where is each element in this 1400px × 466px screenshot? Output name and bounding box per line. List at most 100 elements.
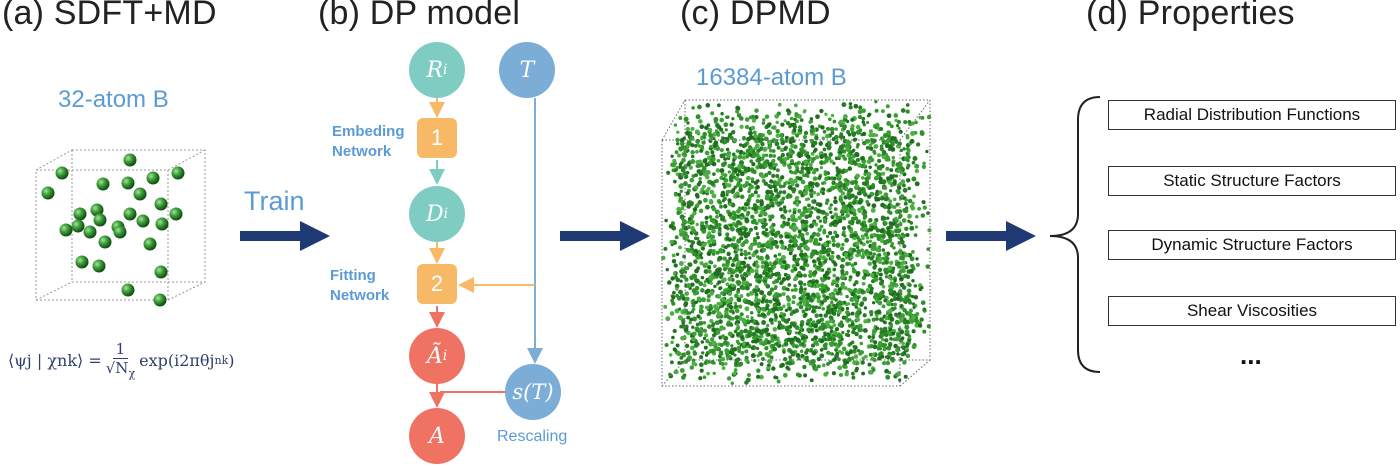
atom-dot	[769, 287, 775, 292]
atom-dot	[813, 366, 819, 372]
atom-dot	[848, 220, 853, 225]
atom-dot	[764, 299, 770, 304]
atom-dot	[805, 263, 810, 268]
atom-dot	[708, 274, 714, 280]
atom-dot	[791, 187, 797, 193]
atom-dot	[782, 220, 786, 225]
atom-dot	[772, 346, 778, 352]
atom-23	[113, 225, 127, 239]
atom-dot	[884, 368, 889, 374]
atom-dot	[763, 232, 768, 237]
atom-dot	[887, 265, 893, 271]
atom-dot	[902, 244, 907, 249]
atom-dot	[754, 285, 759, 290]
atom-dot	[808, 166, 814, 171]
atom-dot	[818, 325, 824, 330]
atom-dot	[808, 238, 814, 243]
atom-dot	[697, 104, 702, 110]
atom-dot	[741, 345, 746, 349]
atom-dot	[709, 144, 713, 149]
atom-dot	[856, 348, 861, 353]
atom-dot	[744, 355, 749, 360]
atom-dot	[881, 304, 886, 309]
atom-dot	[822, 130, 827, 134]
atom-dot	[858, 334, 863, 340]
atom-dot	[679, 279, 683, 283]
atom-dot	[891, 350, 896, 356]
atom-dot	[780, 324, 786, 330]
atom-dot	[837, 218, 843, 224]
atom-dot	[759, 290, 765, 296]
atom-dot	[764, 195, 770, 201]
atom-dot	[758, 274, 763, 279]
atom-dot	[900, 108, 906, 113]
atom-dot	[776, 379, 781, 384]
atom-dot	[850, 311, 855, 316]
property-dynamic-structure: Dynamic Structure Factors	[1108, 230, 1396, 260]
atom-dot	[676, 153, 682, 158]
atom-dot	[687, 262, 693, 267]
atom-dot	[717, 103, 721, 108]
atom-dot	[682, 152, 688, 158]
atom-dot	[833, 176, 837, 181]
atom-dot	[739, 248, 743, 252]
atom-dot	[830, 131, 835, 135]
atom-dot	[857, 200, 863, 205]
atom-dot	[777, 252, 782, 257]
atom-dot	[907, 252, 913, 258]
atom-dot	[709, 238, 714, 242]
atom-dot	[832, 330, 838, 335]
atom-dot	[885, 166, 890, 171]
atom-dot	[797, 209, 802, 214]
atom-dot	[772, 297, 777, 302]
atom-dot	[794, 112, 799, 116]
atom-dot	[818, 254, 822, 258]
atom-dot	[715, 329, 721, 335]
atom-dot	[811, 259, 817, 264]
atom-dot	[901, 268, 906, 273]
atom-dot	[769, 225, 774, 230]
atom-dot	[667, 280, 672, 285]
atom-dot	[844, 333, 849, 337]
atom-dot	[711, 161, 717, 167]
formula-rhs: exp(i2πθj	[139, 350, 215, 370]
atom-dot	[694, 300, 699, 304]
atom-dot	[704, 215, 709, 220]
atom-dot	[887, 275, 891, 280]
atom-dot	[746, 136, 751, 142]
atom-dot	[909, 225, 915, 231]
atom-dot	[851, 160, 857, 165]
atom-dot	[746, 319, 750, 323]
atom-dot	[708, 225, 712, 230]
atom-dot	[850, 263, 855, 268]
atom-dot	[910, 294, 915, 299]
node-Ri-text: R	[426, 57, 444, 83]
atom-dot	[830, 235, 836, 241]
atom-dot	[900, 179, 906, 184]
atom-dot	[789, 312, 794, 316]
atom-dot	[855, 253, 860, 258]
atom-dot	[776, 181, 781, 186]
atom-dot	[743, 206, 748, 211]
atom-dot	[882, 320, 886, 324]
atom-dot	[712, 229, 716, 233]
atom-dot	[810, 337, 815, 342]
atom-dot	[799, 349, 804, 353]
node-Ai-tilde-sub: i	[442, 348, 448, 364]
atom-dot	[829, 159, 834, 164]
atom-dot	[690, 282, 695, 287]
atom-dot	[847, 203, 852, 208]
atom-dot	[913, 284, 918, 288]
atom-dot	[898, 129, 903, 134]
atom-dot	[817, 364, 821, 369]
atom-5	[146, 171, 160, 185]
atom-dot	[828, 341, 833, 346]
atom-dot	[766, 340, 772, 345]
atom-dot	[825, 198, 830, 203]
atom-dot	[681, 375, 686, 380]
atom-dot	[850, 291, 856, 297]
atom-dot	[741, 280, 746, 286]
atom-dot	[725, 115, 729, 119]
atom-dot	[828, 152, 833, 157]
atom-dot	[775, 257, 779, 262]
